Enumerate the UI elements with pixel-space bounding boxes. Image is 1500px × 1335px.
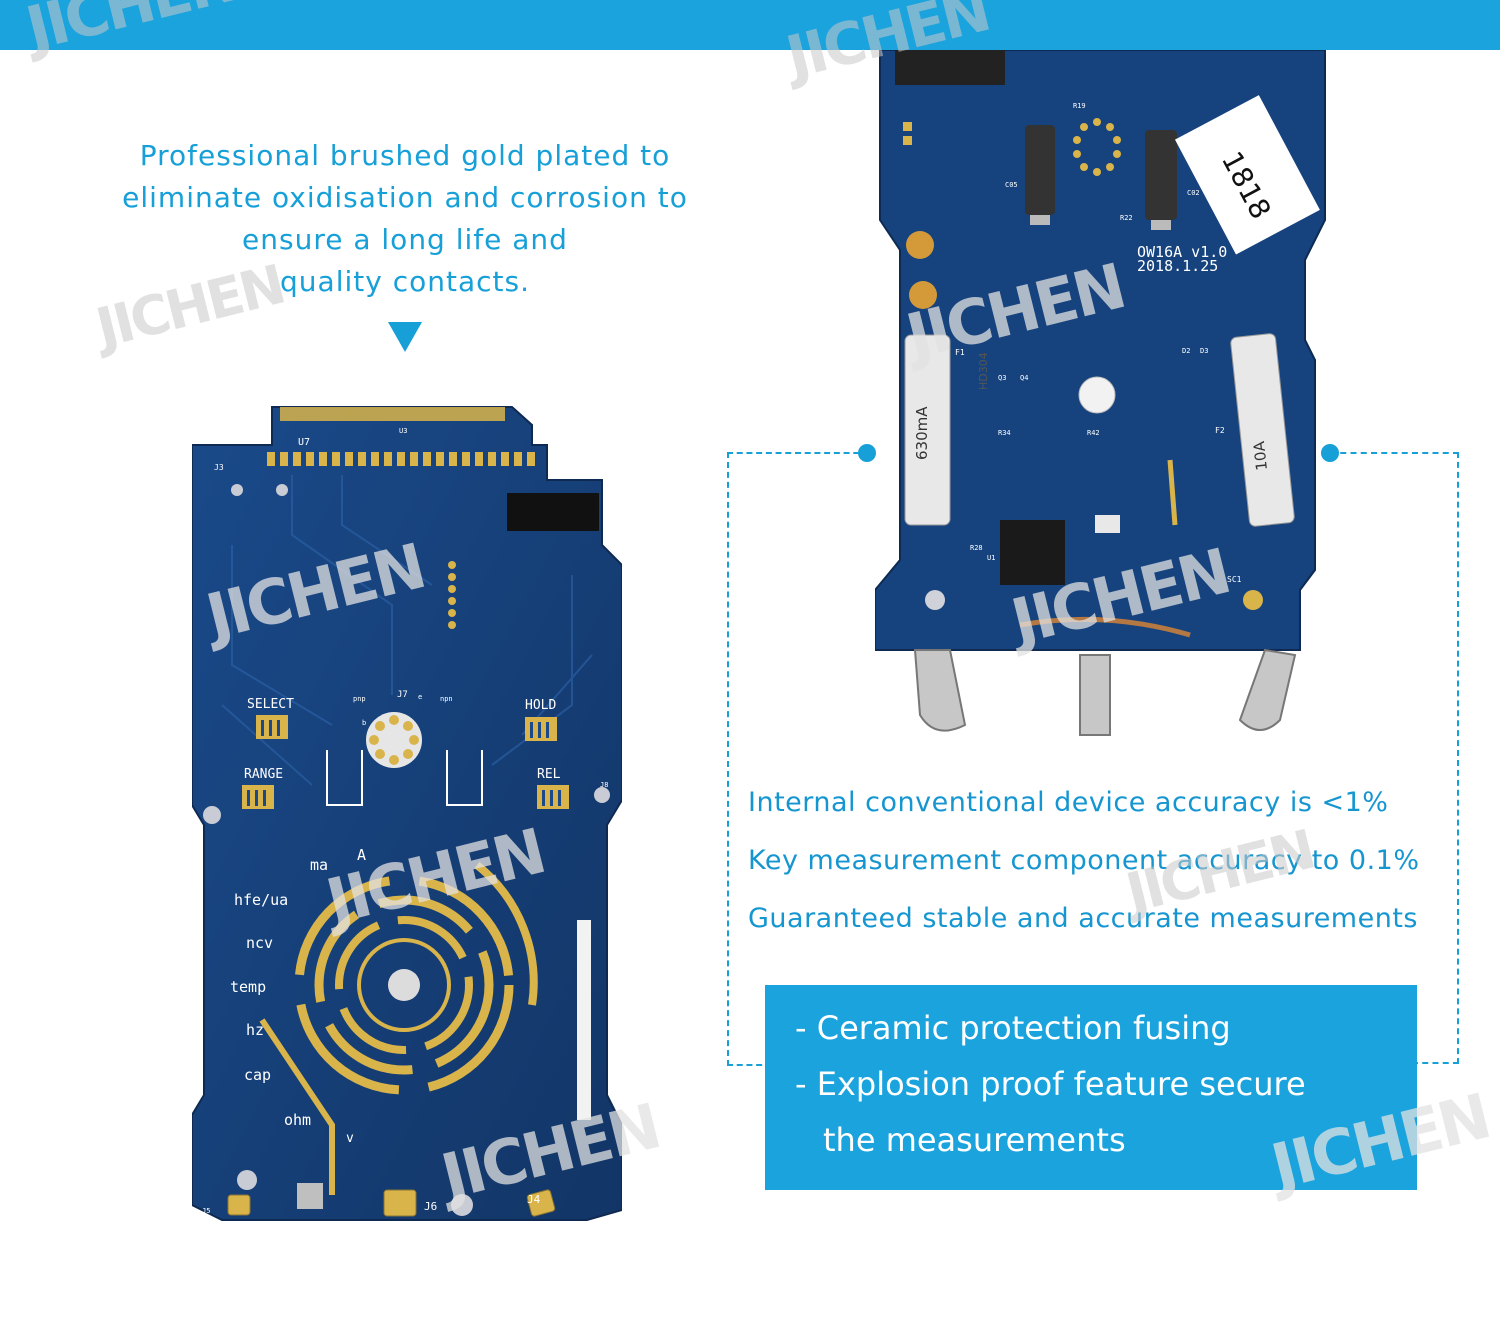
down-arrow-icon xyxy=(388,322,422,352)
label-c05: C05 xyxy=(1005,181,1018,189)
label-hold: HOLD xyxy=(525,698,556,713)
date-label: 2018.1.25 xyxy=(1137,257,1218,275)
label-sc1: SC1 xyxy=(1227,575,1242,584)
label-hfe-ua: hfe/ua xyxy=(234,891,288,909)
label-temp: temp xyxy=(230,978,266,996)
feature-line-1: Internal conventional device accuracy is… xyxy=(748,787,1389,818)
label-j7: J7 xyxy=(397,690,408,700)
protection-features-box: - Ceramic protection fusing - Explosion … xyxy=(765,985,1417,1190)
label-r28: R28 xyxy=(970,544,983,552)
fuse-630ma-label: 630mA xyxy=(913,406,931,460)
label-ohm: ohm xyxy=(284,1111,311,1129)
label-npn: npn xyxy=(440,695,453,703)
callout-frame-right xyxy=(1330,452,1459,1064)
label-b: b xyxy=(362,719,366,727)
model-label: OW16A v1.0 xyxy=(1137,243,1227,261)
label-v: v xyxy=(346,1131,354,1146)
label-j5: J5 xyxy=(202,1207,210,1215)
label-range: RANGE xyxy=(244,767,283,782)
label-pnp: pnp xyxy=(353,695,366,703)
feature-line-2: Key measurement component accuracy to 0.… xyxy=(748,845,1420,876)
label-q4: Q4 xyxy=(1020,374,1028,382)
label-r42: R42 xyxy=(1087,429,1100,437)
label-j8: J8 xyxy=(600,781,608,789)
label-ncv: ncv xyxy=(246,934,273,952)
label-f1: F1 xyxy=(955,348,965,357)
label-f2: F2 xyxy=(1215,426,1225,435)
label-ma: ma xyxy=(310,856,328,874)
caption-line-2: eliminate oxidisation and corrosion to xyxy=(122,181,688,214)
callout-dot-right xyxy=(1321,444,1339,462)
protection-item-1: - Ceramic protection fusing xyxy=(795,1009,1231,1047)
label-r19: R19 xyxy=(1073,102,1086,110)
label-r22: R22 xyxy=(1120,214,1133,222)
protection-item-3: the measurements xyxy=(823,1121,1126,1159)
label-u7: U7 xyxy=(298,437,310,448)
label-cap: cap xyxy=(244,1066,271,1084)
label-hz: hz xyxy=(246,1021,264,1039)
gold-plating-caption: Professional brushed gold plated to elim… xyxy=(60,135,750,303)
label-c02: C02 xyxy=(1187,189,1200,197)
caption-line-1: Professional brushed gold plated to xyxy=(139,139,671,172)
top-banner xyxy=(0,0,1500,50)
label-d2: D2 xyxy=(1182,347,1190,355)
label-select: SELECT xyxy=(247,697,294,712)
label-j3: J3 xyxy=(214,463,224,472)
caption-line-4: quality contacts. xyxy=(280,265,530,298)
label-u1: U1 xyxy=(987,554,995,562)
label-j4: J4 xyxy=(527,1193,541,1206)
callout-dot-left xyxy=(858,444,876,462)
pcb-board-front: U7 U3 J3 J7 pnp npn b e J8 SELECT HOLD R… xyxy=(192,406,622,1221)
label-a: A xyxy=(357,846,366,864)
protection-item-2: - Explosion proof feature secure xyxy=(795,1065,1306,1103)
label-r34: R34 xyxy=(998,429,1011,437)
caption-line-3: ensure a long life and xyxy=(242,223,568,256)
label-u3: U3 xyxy=(399,427,407,435)
label-e: e xyxy=(418,693,422,701)
label-rel: REL xyxy=(537,767,561,782)
label-j6: J6 xyxy=(424,1200,437,1213)
fuse-code-label: HD304 xyxy=(977,352,990,390)
callout-frame-left xyxy=(727,452,869,1066)
fuse-10a-label: 10A xyxy=(1250,440,1271,472)
label-q3: Q3 xyxy=(998,374,1006,382)
pcb-board-back: 1818 630mA HD304 10A OW16A v1.0 2018.1.2… xyxy=(875,50,1326,736)
accuracy-features: Internal conventional device accuracy is… xyxy=(748,783,1468,957)
feature-line-3: Guaranteed stable and accurate measureme… xyxy=(748,903,1418,934)
label-d3: D3 xyxy=(1200,347,1208,355)
